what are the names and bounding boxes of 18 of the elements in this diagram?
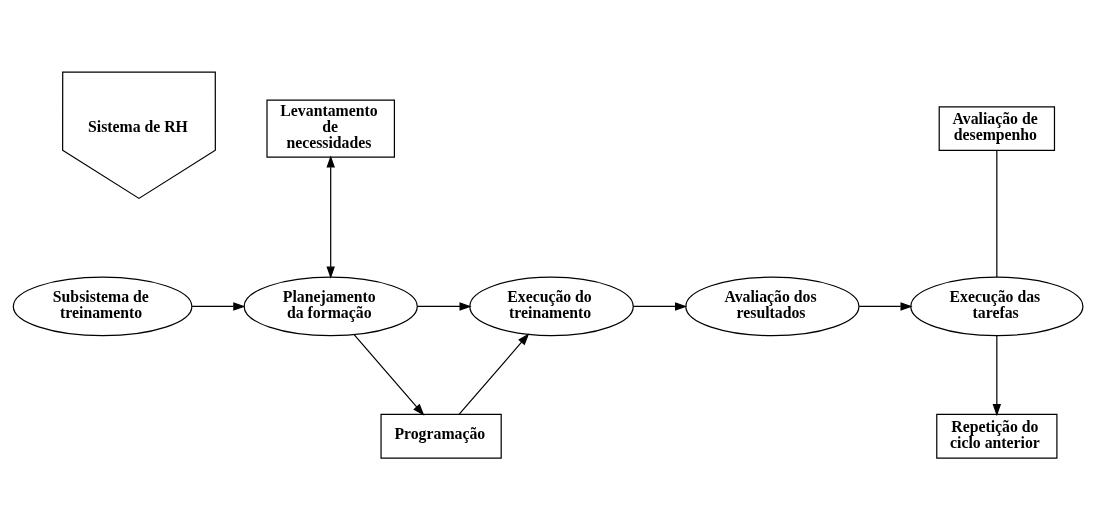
node-box: Levantamento de necessidades — [266, 99, 395, 158]
node-box: Avaliação de desempenho — [938, 105, 1056, 151]
arrow — [858, 301, 913, 311]
node-ellipse: Execução das tarefas — [910, 276, 1084, 336]
node-ellipse: Subsistema de treinamento — [12, 276, 193, 336]
node-box: Repetição do ciclo anterior — [936, 413, 1058, 459]
node-ellipse: Planejamento da formação — [243, 276, 418, 336]
arrow — [353, 333, 425, 416]
arrow — [458, 332, 530, 415]
arrow — [191, 301, 246, 311]
node-ellipse: Execução do treinamento — [469, 276, 634, 336]
arrow — [632, 301, 688, 311]
arrow — [992, 334, 1002, 416]
node-ellipse: Avaliação dos resultados — [685, 276, 860, 336]
node-box: Programação — [380, 413, 502, 459]
arrow — [326, 154, 335, 279]
connector — [996, 149, 998, 278]
arrow — [416, 301, 472, 311]
